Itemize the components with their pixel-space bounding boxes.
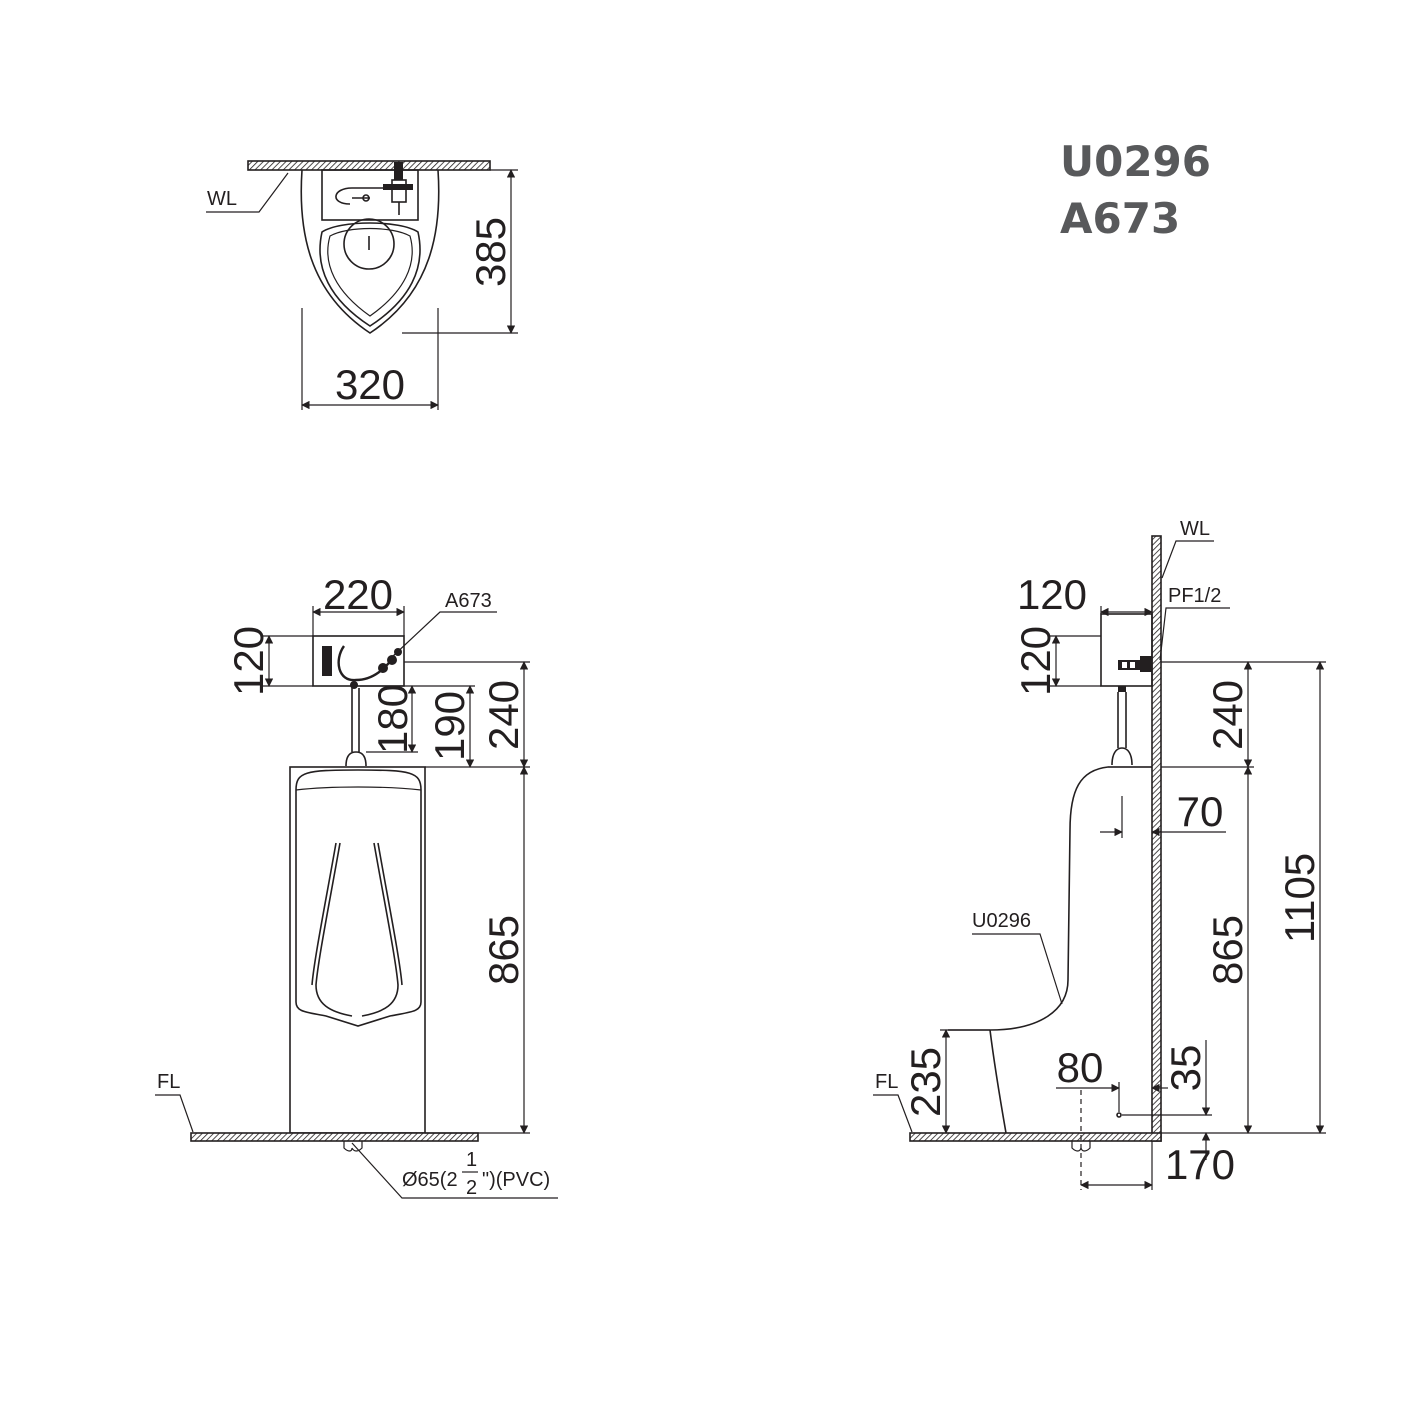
side-u0296-leader <box>972 933 1063 1005</box>
dim-190: 190 <box>426 691 473 761</box>
top-view-urinal-outline <box>300 169 440 334</box>
front-drain-stub <box>343 1141 363 1152</box>
dim-1105: 1105 <box>1276 853 1323 943</box>
front-bowl <box>295 769 422 1027</box>
side-fl-label: FL <box>875 1071 898 1093</box>
side-u0296-label: U0296 <box>972 910 1031 932</box>
front-sensor-box <box>312 635 405 687</box>
side-fl-leader <box>873 1094 913 1133</box>
side-wall <box>1151 535 1162 1142</box>
dim-front-120: 120 <box>225 626 272 696</box>
drain-label-frac-den: 2 <box>466 1177 477 1199</box>
dim-side-865: 865 <box>1204 915 1251 985</box>
dim-80: 80 <box>1057 1044 1104 1091</box>
dim-70: 70 <box>1177 788 1224 835</box>
front-a673-leader <box>391 611 497 658</box>
top-view-drain-circle <box>343 218 395 270</box>
side-urinal-foot <box>989 1029 1007 1134</box>
top-view: WL 385 320 <box>206 160 518 410</box>
top-view-bowl-inner <box>327 227 413 317</box>
front-sensor-hose <box>337 645 396 682</box>
dim-320: 320 <box>335 361 405 408</box>
dim-235: 235 <box>902 1047 949 1117</box>
top-view-wl-leader <box>206 172 289 213</box>
side-spud <box>1111 747 1133 766</box>
dim-front-865: 865 <box>480 915 527 985</box>
front-fl-label: FL <box>157 1071 180 1093</box>
top-view-hose <box>335 187 385 205</box>
top-view-valve <box>394 162 403 180</box>
top-view-wall <box>247 160 491 171</box>
dim-side-120-v: 120 <box>1012 626 1059 696</box>
top-view-sensor-box <box>321 169 419 221</box>
model-titles: U0296 A673 <box>1060 137 1211 243</box>
dim-35: 35 <box>1162 1045 1209 1092</box>
front-sensor-window <box>322 646 332 676</box>
side-pf-label: PF1/2 <box>1168 585 1221 607</box>
drain-label-prefix: Ø65(2 <box>402 1169 458 1191</box>
side-view: WL PF1/2 U0296 FL 120 120 240 865 1105 7… <box>873 518 1326 1190</box>
dim-side-120-h: 120 <box>1017 571 1087 618</box>
top-view-wl-label: WL <box>207 188 237 210</box>
side-wl-leader <box>1161 540 1214 579</box>
sensor-model-title: A673 <box>1060 194 1180 243</box>
dim-side-240: 240 <box>1204 680 1251 750</box>
front-a673-label: A673 <box>445 590 492 612</box>
front-view: FL Ø65(2 1 2 ")(PVC) A673 220 120 180 19… <box>155 571 558 1199</box>
urinal-model-title: U0296 <box>1060 137 1211 186</box>
front-urinal-body <box>289 766 426 1134</box>
drain-label-suffix: ")(PVC) <box>482 1169 550 1191</box>
side-sensor-box <box>1100 613 1153 687</box>
side-urinal-profile <box>948 766 1152 1031</box>
front-drain-leader <box>351 1142 558 1199</box>
front-fl-leader <box>155 1094 194 1133</box>
dim-170: 170 <box>1165 1141 1235 1188</box>
front-floor <box>190 1132 479 1142</box>
top-view-bowl <box>319 222 421 327</box>
dim-front-240: 240 <box>480 680 527 750</box>
front-bowl-left-rib <box>315 842 353 1017</box>
side-floor <box>909 1132 1162 1142</box>
dim-180: 180 <box>369 684 416 754</box>
side-supply-valve <box>1140 656 1152 672</box>
dim-385: 385 <box>467 217 514 287</box>
side-pf-leader <box>1159 607 1230 661</box>
dim-220: 220 <box>323 571 393 618</box>
front-bowl-right-rib <box>361 842 399 1017</box>
side-wl-label: WL <box>1180 518 1210 540</box>
front-spud <box>345 751 367 767</box>
drain-label-frac-num: 1 <box>466 1149 477 1171</box>
